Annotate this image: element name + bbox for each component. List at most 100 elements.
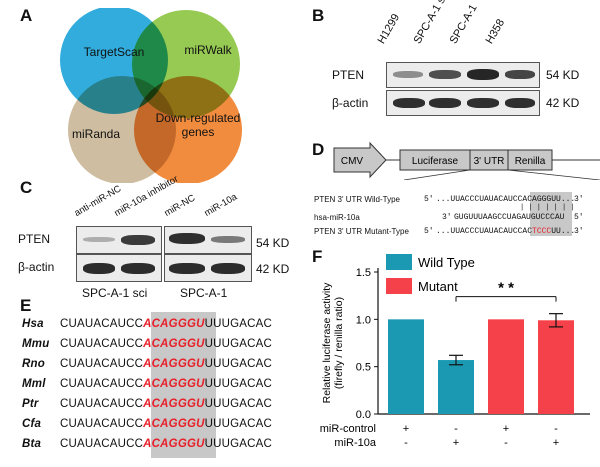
venn-svg: TargetScan miRWalk miRanda Down-regulate… <box>60 6 242 184</box>
construct-panel: CMV Luciferase 3' UTR Renilla PTEN 3' UT… <box>312 140 600 245</box>
blot-c-actin-kd: 42 KD <box>256 262 290 276</box>
blot-c-group-left: SPC-A-1 sci <box>82 286 148 300</box>
seed-column-highlight <box>151 312 216 458</box>
condition-mark: + <box>403 423 409 435</box>
seq-pre: CUAUACAUCC <box>60 378 144 390</box>
panel-label-e: E <box>20 296 32 315</box>
blot-c-group-right: SPC-A-1 <box>180 286 228 300</box>
construct-luciferase: Luciferase <box>412 156 459 167</box>
condition-mark: + <box>453 437 459 449</box>
seq-pre: CUAUACAUCC <box>60 418 144 430</box>
venn-label-targetscan: TargetScan <box>84 45 145 59</box>
blot-c-pten-strip-right <box>164 226 252 254</box>
blot-c-pten-strip-left <box>76 226 162 254</box>
condition-mark: - <box>404 437 408 449</box>
blot-b-actin-strip <box>386 90 540 116</box>
panel-label-a: A <box>20 6 33 25</box>
blot-c-lane-mir-nc: miR-NC <box>162 192 198 219</box>
panel-label-b: B <box>312 6 325 25</box>
species-label: Ptr <box>22 398 39 410</box>
seq-pre: CUAUACAUCC <box>60 358 144 370</box>
blot-c-pten-kd: 54 KD <box>256 236 290 250</box>
blot-b-pten-label: PTEN <box>332 68 365 82</box>
seq-post: UUUGACAC <box>204 378 273 390</box>
construct-utr: 3' UTR <box>474 156 505 167</box>
y-axis-label: Relative luciferase activity(firefly / r… <box>321 282 345 404</box>
wt-5end: 5' <box>424 195 434 204</box>
conservation-row: Ptr CUAUACAUCCACAGGGUUUUGACAC <box>22 398 272 410</box>
seed-seq: ACAGGGU <box>143 398 205 410</box>
significance-label: * * <box>498 280 514 297</box>
mut-3end: 3' <box>574 227 584 236</box>
cmv-promoter <box>333 141 387 179</box>
mir-5end: 3' <box>442 213 452 222</box>
y-tick-label: 1.5 <box>356 267 371 279</box>
mir-3end: 5' <box>574 213 584 222</box>
seed-seq: ACAGGGU <box>143 338 205 350</box>
y-tick-label: 0.5 <box>356 362 371 374</box>
conservation-row: Mml CUAUACAUCCACAGGGUUUUGACAC <box>22 378 272 390</box>
bar <box>488 319 524 414</box>
seed-highlight-box <box>530 192 572 236</box>
mut-5end: 5' <box>424 227 434 236</box>
blot-b: H1299 SPC-A-1 sci SPC-A-1 H358 PTEN 54 K… <box>330 0 600 120</box>
panel-label-c: C <box>20 178 33 197</box>
seq-post: UUUGACAC <box>204 418 273 430</box>
blot-b-lane-h358: H358 <box>483 17 508 46</box>
wt-seq: ...UUACCCUAUACAUCCACAGGGUU... <box>436 195 576 204</box>
y-tick-label: 1.0 <box>356 314 371 326</box>
mut-label: PTEN 3' UTR Mutant-Type <box>314 227 409 236</box>
y-tick-label: 0.0 <box>356 409 371 421</box>
mir-seq: GUGUUUAAGCCUAGAUGUCCCAU <box>454 213 565 222</box>
condition-mark: - <box>504 437 508 449</box>
mut-seq-post: UU... <box>551 227 576 236</box>
blot-b-lane-h1299: H1299 <box>375 11 403 46</box>
condition-mark: + <box>503 423 509 435</box>
construct-cmv: CMV <box>341 156 364 167</box>
blot-b-lane-spca1: SPC-A-1 <box>447 2 480 47</box>
species-label: Cfa <box>22 418 42 430</box>
blot-b-lane-spca1sci: SPC-A-1 sci <box>411 0 452 46</box>
blot-c: anti-miR-NC miR-10a inhibitor miR-NC miR… <box>18 174 318 294</box>
panel-label-f: F <box>312 247 323 266</box>
wt-label: PTEN 3' UTR Wild-Type <box>314 195 400 204</box>
condition-mark: - <box>454 423 458 435</box>
seq-pre: CUAUACAUCC <box>60 438 144 450</box>
legend-swatch <box>386 254 412 270</box>
seq-post: UUUGACAC <box>204 358 273 370</box>
pairing-lines: | | | | | | | <box>520 204 575 212</box>
renilla-box <box>507 149 553 171</box>
condition-mark: - <box>554 423 558 435</box>
seq-post: UUUGACAC <box>204 318 273 330</box>
species-label: Rno <box>22 358 45 370</box>
conservation-row: Mmu CUAUACAUCCACAGGGUUUUGACAC <box>22 338 272 350</box>
seed-seq: ACAGGGU <box>143 378 205 390</box>
mir-label: hsa-miR-10a <box>314 213 360 222</box>
species-label: Hsa <box>22 318 44 330</box>
seq-post: UUUGACAC <box>204 438 273 450</box>
blot-b-actin-label: β-actin <box>332 96 369 110</box>
bar <box>538 320 574 414</box>
blot-b-pten-strip <box>386 62 540 88</box>
seq-post: UUUGACAC <box>204 338 273 350</box>
species-label: Mml <box>22 378 46 390</box>
seq-post: UUUGACAC <box>204 398 273 410</box>
construct-renilla: Renilla <box>515 156 546 167</box>
venn-diagram: TargetScan miRWalk miRanda Down-regulate… <box>48 6 268 184</box>
blot-b-pten-kd: 54 KD <box>546 68 580 82</box>
blot-c-pten-label: PTEN <box>18 232 51 246</box>
venn-label-mirwalk: miRWalk <box>184 43 232 57</box>
seq-pre: CUAUACAUCC <box>60 338 144 350</box>
species-label: Mmu <box>22 338 50 350</box>
bar <box>438 360 474 414</box>
mut-seq: ...UUACCCUAUACAUCCACTCCCUU... <box>436 227 575 236</box>
blot-c-actin-strip-right <box>164 254 252 282</box>
seq-pre: CUAUACAUCC <box>60 398 144 410</box>
